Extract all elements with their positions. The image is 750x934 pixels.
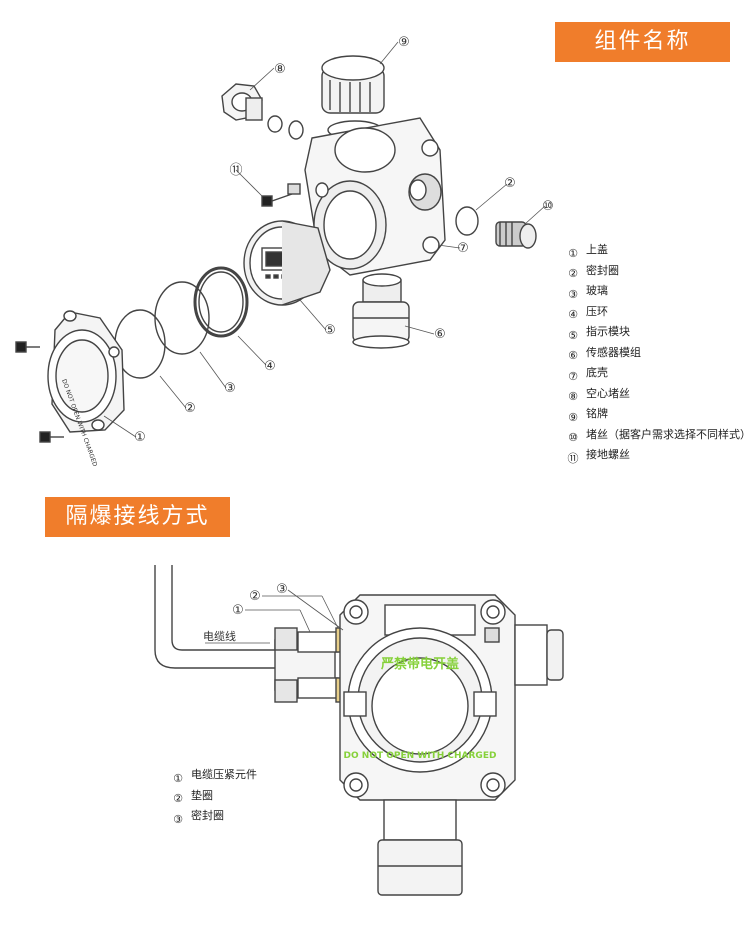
component-item-number: ⑦ [568,369,578,383]
wiring-diagram [154,565,564,896]
ground-screw [261,183,301,207]
component-item-label: 接地螺丝 [586,448,630,461]
wiring-part-item-label: 垫圈 [191,788,213,802]
component-item: ④ 压环 [565,302,750,323]
component-item-label: 堵丝（据客户需求选择不同样式） [586,427,750,441]
callout-10: ⑩ [542,199,554,214]
base-housing [304,117,446,276]
component-item: ⑤ 指示模块 [565,322,750,343]
wiring-title: 隔爆接线方式 [45,497,230,537]
wiring-callout-2: ② [249,589,261,604]
pressure-ring [193,266,249,338]
component-item-number: ① [568,246,578,260]
component-item-label: 指示模块 [586,325,630,338]
callout-2-right: ② [504,176,516,191]
component-item-number: ⑧ [568,390,578,404]
callout-9: ⑨ [398,35,410,50]
component-item-label: 密封圈 [586,263,619,277]
callout-8: ⑧ [274,62,286,77]
component-item-number: ② [568,267,578,281]
cover-warning-en: DO NOT OPEN WITH CHARGED [344,751,497,761]
component-item-label: 上盖 [586,243,608,256]
callout-3: ③ [224,381,236,396]
component-item: ③ 玻璃 [565,281,750,302]
wiring-part-item-number: ③ [173,812,183,826]
callout-2-left: ② [184,401,196,416]
wiring-part-item-label: 密封圈 [191,809,224,822]
component-item-label: 压环 [586,304,608,318]
wiring-part-item-number: ① [173,771,183,785]
wiring-legend: ① 电缆压紧元件 ② 垫圈 ③ 密封圈 [170,765,257,827]
component-item: ① 上盖 [565,240,750,261]
component-item: ⑩ 堵丝（据客户需求选择不同样式） [565,425,750,446]
display-module [243,220,331,306]
callout-7: ⑦ [457,241,469,256]
callout-11: ⑪ [229,163,242,178]
component-item: ⑥ 传感器模组 [565,343,750,364]
hollow-plug [221,83,304,140]
wiring-part-item: ① 电缆压紧元件 [170,765,257,786]
component-item-label: 传感器模组 [586,345,641,359]
component-item: ⑨ 铭牌 [565,404,750,425]
components-legend: ① 上盖 ② 密封圈 ③ 玻璃 ④ 压环 ⑤ 指示模块 ⑥ 传感器模组 ⑦ 底壳 ⑧ 空心堵丝 ⑨ 铭牌 ⑩ 堵丝（据… [565,240,750,466]
component-item-label: 铭牌 [586,407,608,420]
components-title: 组件名称 [555,22,730,62]
o-ring-right [455,206,479,236]
glass [154,281,210,355]
component-item-number: ⑥ [568,349,578,363]
component-item: ⑧ 空心堵丝 [565,384,750,405]
component-item-number: ③ [568,287,578,301]
component-item: ⑪ 接地螺丝 [565,445,750,466]
callout-4: ④ [264,359,276,374]
wiring-part-item: ② 垫圈 [170,786,257,807]
callout-5: ⑤ [324,323,336,338]
component-item: ② 密封圈 [565,261,750,282]
cover-warning-cn: 严禁带电开盖 [380,656,459,672]
cover-screws [15,341,64,443]
component-item: ⑦ 底壳 [565,363,750,384]
component-item-number: ⑪ [567,451,579,465]
component-item-number: ④ [568,308,578,322]
wiring-part-item: ③ 密封圈 [170,806,257,827]
wiring-callout-1: ① [232,603,244,618]
callout-6: ⑥ [434,327,446,342]
component-item-number: ⑤ [568,328,578,342]
wiring-callout-3: ③ [276,582,288,597]
plug [495,221,537,249]
wiring-part-item-number: ② [173,792,183,806]
component-item-number: ⑨ [568,410,578,424]
component-item-number: ⑩ [568,431,578,445]
sensor-module [352,273,410,349]
wiring-part-item-label: 电缆压紧元件 [191,768,257,781]
callout-1: ① [134,430,146,445]
cable-label: 电缆线 [203,629,236,643]
component-item-label: 空心堵丝 [586,386,630,400]
component-item-label: 底壳 [586,366,608,379]
component-item-label: 玻璃 [586,284,608,297]
top-cover [47,310,125,433]
